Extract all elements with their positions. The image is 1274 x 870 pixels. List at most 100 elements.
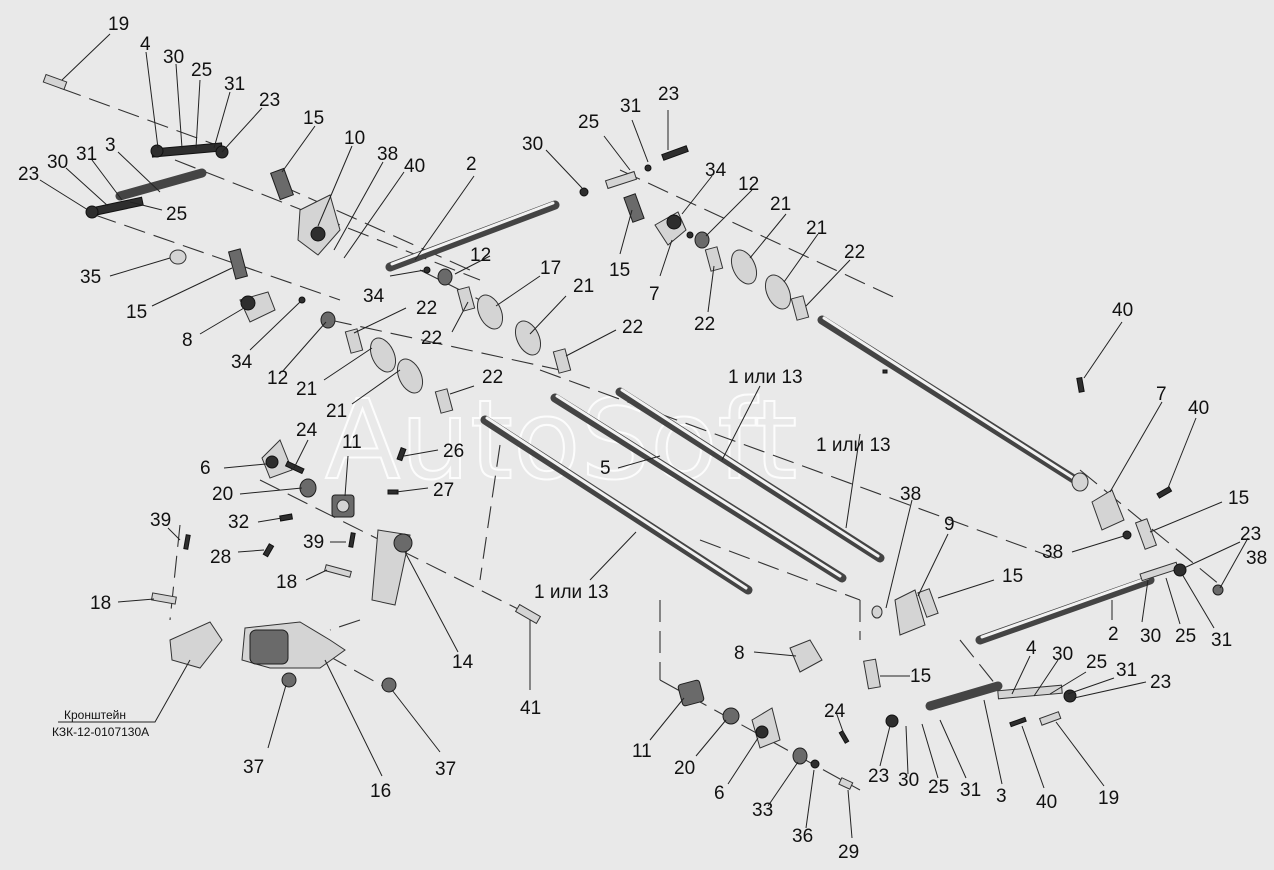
- callout-19: 19: [108, 14, 129, 35]
- callout-31: 31: [960, 780, 981, 801]
- callout-21: 21: [770, 194, 791, 215]
- callout-7: 7: [1156, 384, 1167, 405]
- callout-25: 25: [191, 60, 212, 81]
- callout-31: 31: [76, 144, 97, 165]
- parts: [42, 73, 1224, 790]
- callout-21: 21: [296, 379, 317, 400]
- callout-20: 20: [674, 758, 695, 779]
- rod-1-or-13-right: [817, 315, 1085, 488]
- callout-30: 30: [898, 770, 919, 791]
- callout-40: 40: [1112, 300, 1133, 321]
- callout-3: 3: [996, 786, 1007, 807]
- callout-32: 32: [228, 512, 249, 533]
- callout-25: 25: [928, 777, 949, 798]
- callout-7: 7: [649, 284, 660, 305]
- callout-28: 28: [210, 547, 231, 568]
- callout-18: 18: [276, 572, 297, 593]
- callout-6: 6: [200, 458, 211, 479]
- callout-21: 21: [326, 401, 347, 422]
- callout-39: 39: [303, 532, 324, 553]
- rod-2-lower: [975, 575, 1155, 645]
- callout-33: 33: [752, 800, 773, 821]
- callout-26: 26: [443, 441, 464, 462]
- callout-15: 15: [1002, 566, 1023, 587]
- callout-21: 21: [573, 276, 594, 297]
- callout-23: 23: [18, 164, 39, 185]
- callout-27: 27: [433, 480, 454, 501]
- callout-24: 24: [824, 701, 846, 722]
- callout-11: 11: [632, 741, 652, 762]
- callout-22: 22: [482, 367, 503, 388]
- callout-15: 15: [303, 108, 324, 129]
- callout-37: 37: [435, 759, 456, 780]
- callout-29: 29: [838, 842, 859, 863]
- callout-12: 12: [267, 368, 288, 389]
- callout-23: 23: [868, 766, 889, 787]
- callout-30: 30: [163, 47, 184, 68]
- callout-2: 2: [1108, 624, 1119, 645]
- callout-30: 30: [522, 134, 543, 155]
- callout-alt-rod: 1 или 13: [728, 367, 803, 388]
- callout-8: 8: [734, 643, 745, 664]
- callout-41: 41: [520, 698, 541, 719]
- callout-25: 25: [1086, 652, 1107, 673]
- link-3-upper: [115, 168, 207, 201]
- callout-6: 6: [714, 783, 725, 804]
- callout-25: 25: [1175, 626, 1196, 647]
- callout-17: 17: [540, 258, 561, 279]
- callout-22: 22: [622, 317, 643, 338]
- callout-18: 18: [90, 593, 111, 614]
- callout-40: 40: [404, 156, 425, 177]
- callout-36: 36: [792, 826, 813, 847]
- callout-8: 8: [182, 330, 193, 351]
- callout-5: 5: [600, 458, 611, 479]
- callout-39: 39: [150, 510, 171, 531]
- callout-alt-rod: 1 или 13: [816, 435, 891, 456]
- callout-31: 31: [620, 96, 641, 117]
- callout-22: 22: [421, 328, 442, 349]
- callout-15: 15: [126, 302, 147, 323]
- callout-16: 16: [370, 781, 391, 802]
- callout-38: 38: [900, 484, 921, 505]
- callout-30: 30: [1140, 626, 1161, 647]
- callout-22: 22: [694, 314, 715, 335]
- callout-30: 30: [47, 152, 68, 173]
- bracket-note-code: КЗК-12-0107130А: [52, 725, 149, 739]
- callout-20: 20: [212, 484, 233, 505]
- callout-40: 40: [1036, 792, 1057, 813]
- callout-25: 25: [578, 112, 599, 133]
- rod-5: [550, 393, 847, 583]
- callout-4: 4: [1026, 638, 1037, 659]
- callout-15: 15: [910, 666, 931, 687]
- callout-40: 40: [1188, 398, 1209, 419]
- callout-15: 15: [609, 260, 630, 281]
- callout-alt-rod: 1 или 13: [534, 582, 609, 603]
- callout-35: 35: [80, 267, 101, 288]
- callout-31: 31: [224, 74, 245, 95]
- callout-12: 12: [738, 174, 759, 195]
- callout-14: 14: [452, 652, 474, 673]
- callout-22: 22: [844, 242, 865, 263]
- callout-38: 38: [1246, 548, 1267, 569]
- bracket-note-title: Кронштейн: [64, 708, 126, 722]
- callout-11: 11: [342, 432, 362, 453]
- leader-lines: [39, 33, 1249, 839]
- callout-labels: 19 4 30 25 31 23 23 30 31 3 25 15 10 38 …: [18, 14, 1267, 863]
- callout-15: 15: [1228, 488, 1249, 509]
- callout-4: 4: [140, 34, 151, 55]
- callout-23: 23: [259, 90, 280, 111]
- callout-31: 31: [1211, 630, 1232, 651]
- callout-23: 23: [1150, 672, 1171, 693]
- callout-21: 21: [806, 218, 827, 239]
- callout-38: 38: [377, 144, 398, 165]
- callout-25: 25: [166, 204, 187, 225]
- callout-23: 23: [1240, 524, 1261, 545]
- callout-10: 10: [344, 128, 365, 149]
- rod-1-or-13-upper: [615, 387, 885, 563]
- callout-34: 34: [363, 286, 385, 307]
- callout-3: 3: [105, 135, 116, 156]
- rod-1-or-13-lower: [480, 415, 753, 595]
- link-3-lower: [925, 681, 1003, 711]
- callout-23: 23: [658, 84, 679, 105]
